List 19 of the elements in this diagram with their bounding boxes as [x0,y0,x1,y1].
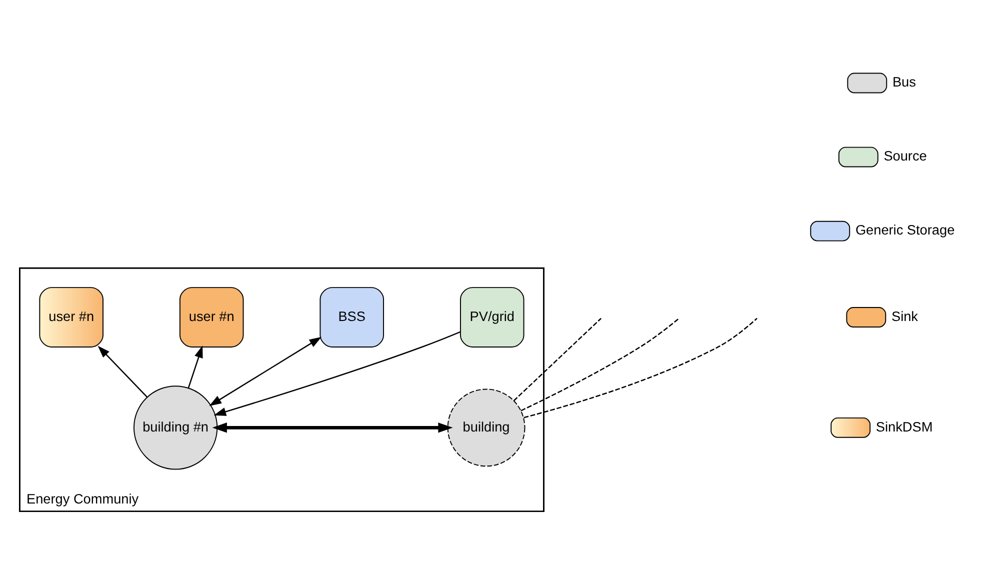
node-box: PV/grid [460,286,524,347]
node-circle: building #n [133,385,218,470]
connector [520,317,680,411]
arrow [214,330,460,416]
legend-label: Sink [891,308,918,324]
node-circle: building [447,388,526,466]
node-box: BSS [320,286,384,347]
arrow [212,422,453,432]
legend-label: Source [884,148,927,164]
arrow [188,344,203,388]
connector [513,317,602,401]
arrow [98,345,148,397]
legend-label: Bus [892,74,916,90]
legend-label: Generic Storage [855,222,955,238]
legend-label: SinkDSM [876,418,933,434]
node-box: user #n [39,286,104,347]
node-box: user #n [179,286,244,347]
connector [524,317,758,418]
arrow [209,336,322,406]
